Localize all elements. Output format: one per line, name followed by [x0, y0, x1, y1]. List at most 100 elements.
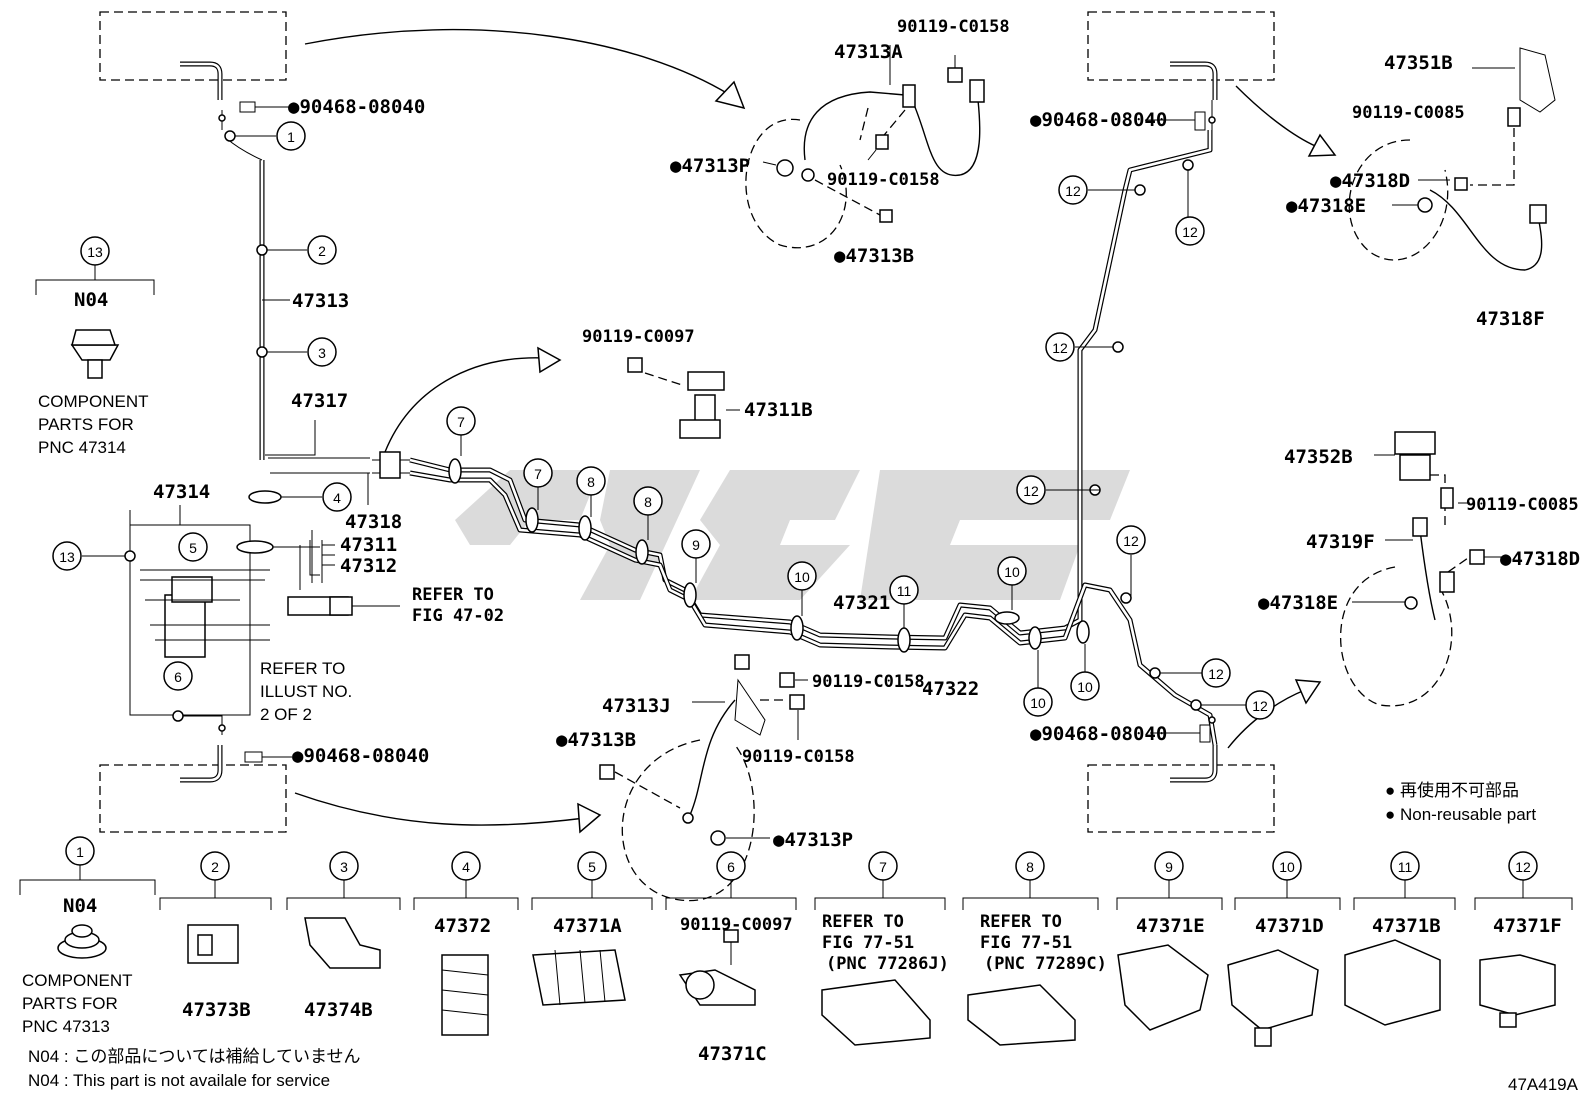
bottom-label-47371A: 47371A: [553, 915, 622, 937]
svg-text:3: 3: [340, 859, 348, 875]
svg-text:4: 4: [462, 859, 470, 875]
bottom-label-47371E: 47371E: [1136, 915, 1205, 937]
brake-line-47321: [409, 100, 1218, 746]
label-47318F: 47318F: [1476, 308, 1545, 330]
label-47351B: 47351B: [1384, 52, 1453, 74]
svg-text:12: 12: [1023, 483, 1039, 499]
label-90119-C0158-top: 90119-C0158: [897, 17, 1010, 37]
label-47318D-mid: ●47318D: [1500, 548, 1580, 570]
label-90119-C0085-mid: 90119-C0085: [1466, 495, 1579, 515]
bottom-row-frames: [19, 865, 1573, 910]
svg-text:5: 5: [588, 859, 596, 875]
bottom-component-line2: PARTS FOR: [22, 994, 118, 1013]
bottom-refer-a-line3: (PNC 77286J): [826, 954, 949, 974]
svg-text:12: 12: [1123, 533, 1139, 549]
label-90119-C0097: 90119-C0097: [582, 327, 695, 347]
svg-text:12: 12: [1182, 224, 1198, 240]
svg-text:10: 10: [1279, 859, 1295, 875]
clamp-leaders: [460, 170, 1246, 706]
bottom-label-90119-C0097: 90119-C0097: [680, 915, 793, 935]
callout-12-f: 12: [1201, 658, 1231, 688]
callout-10-d: 10: [1070, 671, 1100, 701]
label-90119-C0158-b2: 90119-C0158: [742, 747, 855, 767]
callout-8-b: 8: [633, 486, 663, 516]
bottom-refer-b-line2: FIG 77-51: [980, 933, 1072, 953]
label-47322: 47322: [922, 678, 979, 700]
svg-text:4: 4: [333, 490, 341, 506]
wheel-box-front-right: [1087, 11, 1275, 100]
callout-circles: 1 2 3 4 5 13 6 13 7 7 8 8 9 10 11 10 10 …: [52, 121, 1538, 881]
label-47313P-top: ●47313P: [670, 155, 750, 177]
callout-4: 4: [322, 482, 352, 512]
label-90468-top-left: ●90468-08040: [288, 96, 425, 118]
bottom-callout-7: 7: [868, 851, 898, 881]
bottom-callout-9: 9: [1154, 851, 1184, 881]
label-90119-C0158-b1: 90119-C0158: [812, 672, 925, 692]
callout-10-a: 10: [787, 561, 817, 591]
reference-code: 47A419A: [1508, 1075, 1579, 1094]
legend-japanese: ● 再使用不可部品: [1385, 780, 1519, 800]
line-47317: [265, 420, 400, 616]
callout-12-g: 12: [1245, 690, 1275, 720]
label-refer-illust-line3: 2 OF 2: [260, 705, 312, 724]
svg-text:7: 7: [879, 859, 887, 875]
bottom-callout-11: 11: [1390, 851, 1420, 881]
bottom-callout-2: 2: [200, 851, 230, 881]
svg-text:9: 9: [692, 537, 700, 553]
svg-text:10: 10: [794, 569, 810, 585]
bottom-callout-4: 4: [451, 851, 481, 881]
svg-text:9: 9: [1165, 859, 1173, 875]
label-component-line2: PARTS FOR: [38, 415, 134, 434]
bottom-label-47371B: 47371B: [1372, 915, 1441, 937]
svg-text:7: 7: [534, 466, 542, 482]
bottom-component-line3: PNC 47313: [22, 1017, 110, 1036]
callout-5: 5: [178, 532, 208, 562]
bottom-label-47371C: 47371C: [698, 1043, 767, 1065]
left-callout-leaders: [224, 130, 307, 358]
bottom-refer-a-line2: FIG 77-51: [822, 933, 914, 953]
label-47313: 47313: [292, 290, 349, 312]
svg-text:3: 3: [318, 345, 326, 361]
svg-text:1: 1: [76, 844, 84, 860]
label-90119-C0085-top: 90119-C0085: [1352, 103, 1465, 123]
svg-text:2: 2: [318, 243, 326, 259]
callout-8-a: 8: [576, 466, 606, 496]
bottom-label-n04: N04: [63, 895, 97, 917]
actuator-47314: [82, 490, 322, 735]
svg-text:8: 8: [644, 494, 652, 510]
callout-12-d: 12: [1016, 475, 1046, 505]
wheel-box-rear-left: [99, 745, 287, 833]
svg-text:13: 13: [59, 549, 75, 565]
bottom-refer-b-line3: (PNC 77289C): [984, 954, 1107, 974]
bottom-callout-6: 6: [716, 851, 746, 881]
callout-10-c: 10: [1023, 687, 1053, 717]
detail-47318F: [1348, 47, 1556, 271]
callout-12-b: 12: [1175, 216, 1205, 246]
bottom-refer-a-line1: REFER TO: [822, 912, 904, 932]
svg-text:11: 11: [897, 583, 912, 599]
callout-2: 2: [307, 235, 337, 265]
bottom-refer-b-line1: REFER TO: [980, 912, 1062, 932]
callout-7-a: 7: [446, 406, 476, 436]
bottom-row-parts: [57, 917, 1556, 1047]
detail-47313A: [745, 45, 985, 249]
callout-12-e: 12: [1116, 525, 1146, 555]
label-90468-bottom-right: ●90468-08040: [1030, 723, 1167, 745]
legend-english: ● Non-reusable part: [1385, 805, 1536, 824]
bottom-label-47371D: 47371D: [1255, 915, 1324, 937]
label-47313P-bottom: ●47313P: [773, 829, 853, 851]
coupler-47318: [372, 451, 410, 479]
label-refer-illust-line2: ILLUST NO.: [260, 682, 352, 701]
label-90468-right: ●90468-08040: [1030, 109, 1167, 131]
detail-arrows: [294, 28, 1337, 834]
label-47313B-bottom: ●47313B: [556, 729, 636, 751]
label-47312: 47312: [340, 555, 397, 577]
brake-line-47313: [218, 110, 265, 460]
note-japanese: N04 : この部品については補給していません: [28, 1047, 361, 1066]
svg-text:10: 10: [1004, 564, 1020, 580]
clip-90468: [239, 101, 1211, 763]
bottom-label-47371F: 47371F: [1493, 915, 1562, 937]
callout-3: 3: [307, 337, 337, 367]
svg-text:12: 12: [1208, 666, 1224, 682]
